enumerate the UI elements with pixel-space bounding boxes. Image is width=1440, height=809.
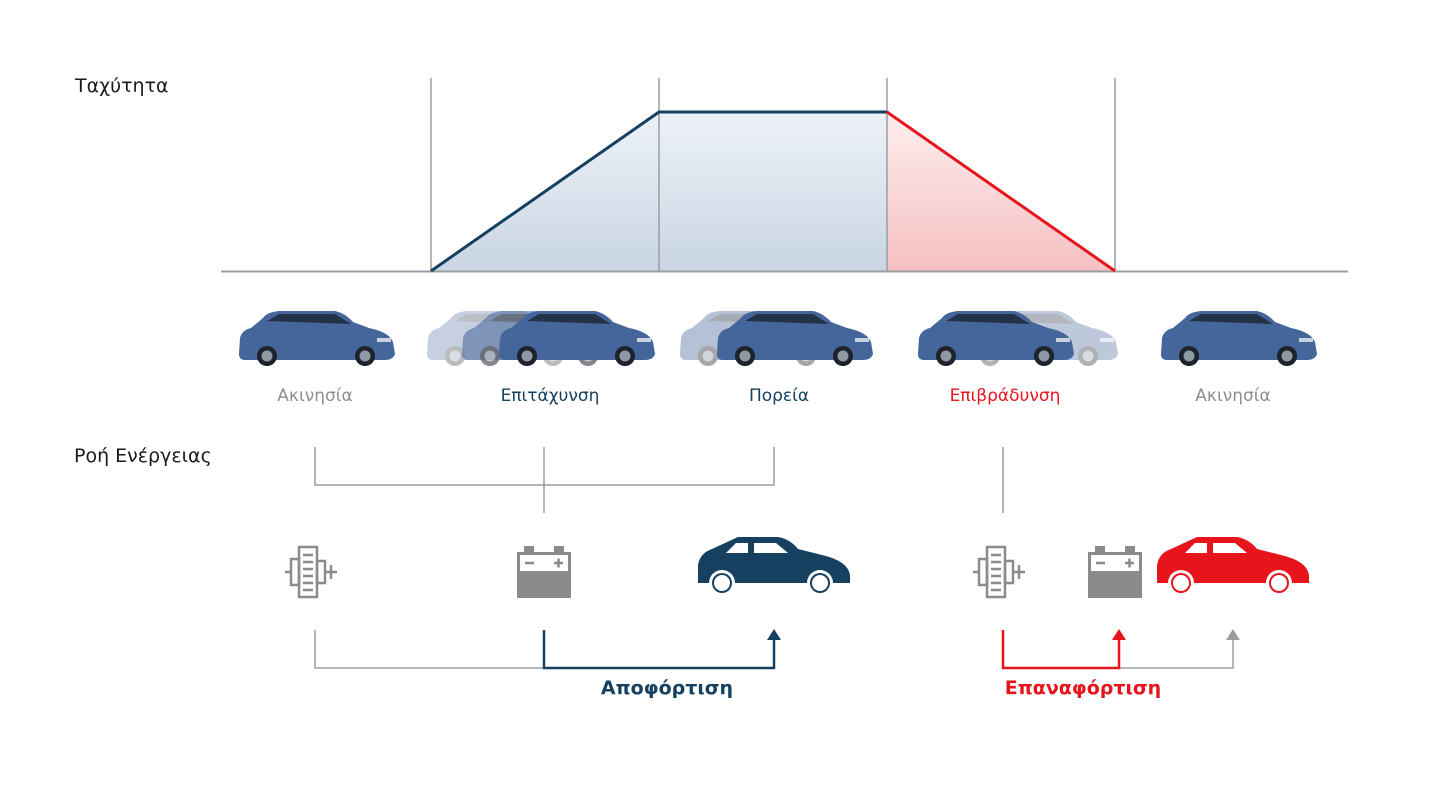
electric-motor-icon-2 [971,545,1027,599]
speed-line-accelerate-cruise [430,110,887,273]
car-image-decelerate [918,311,1118,366]
phase-label-decelerate: Επιβράδυνση [950,386,1061,406]
cruise-area [659,112,887,271]
car-image-accelerate [427,311,655,366]
phase-dividers [430,78,1116,271]
phase-label-accelerate: Επιτάχυνση [501,386,600,406]
recharge-arrow-icon [1112,629,1126,640]
car-image-idle-1 [239,311,395,366]
phase-label-cruise: Πορεία [749,386,809,406]
gray-arrow-icon [1226,629,1240,640]
battery-icon [515,544,573,600]
phase-label-idle-2: Ακινησία [1195,386,1270,406]
motor-flow-line [314,630,544,669]
recharge-gray-flow-line [1119,640,1234,669]
speed-axis-label: Ταχύτητα [74,75,169,97]
car-image-idle-2 [1161,311,1317,366]
discharge-label: Αποφόρτιση [601,677,733,699]
recharge-flow-line [1001,630,1121,670]
phase-label-idle-1: Ακινησία [277,386,352,406]
battery-icon-2 [1086,544,1144,600]
car-image-cruise [680,311,873,366]
speed-line-decelerate [886,110,1116,273]
car-silhouette-icon-2 [1157,537,1309,596]
discharge-flow-line [542,630,776,670]
car-silhouette-icon [698,537,850,596]
energy-flow-label: Ροή Ενέργειας [74,445,212,467]
discharge-arrow-icon [767,629,781,640]
phase-bracket-lines [314,447,1004,513]
electric-motor-icon [283,545,339,599]
recharge-label: Επαναφόρτιση [1005,677,1161,699]
